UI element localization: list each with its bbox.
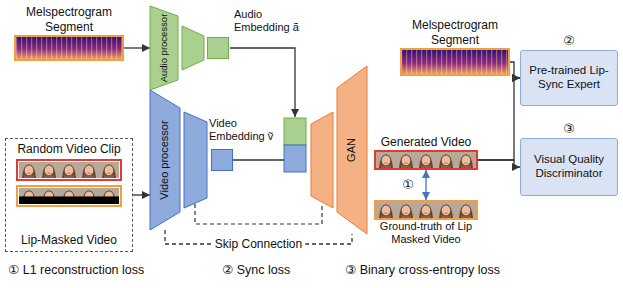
art-part [376, 202, 396, 218]
concat-audio [284, 118, 306, 145]
connector [425, 170, 426, 200]
video-to-concat [233, 159, 284, 160]
skip-line [195, 204, 322, 224]
node-label: Generated Video [366, 135, 486, 149]
audio-layer [182, 26, 204, 70]
art-part [79, 188, 99, 204]
quality-discriminator-box: Visual Quality Discriminator [520, 138, 618, 196]
audio-processor: Audio processor [150, 6, 178, 90]
connector [478, 160, 520, 167]
node-label: Lip-Masked Video [6, 233, 132, 247]
connector [124, 47, 150, 48]
node-label: Video processor [158, 120, 171, 199]
node-label: GAN [345, 138, 358, 162]
generated-video-strip: Generated Video [374, 150, 478, 170]
art-part [416, 152, 436, 168]
audio-embedding: Audio Embedding ã [207, 37, 229, 59]
lip-sync-expert-box: Pre-trained Lip-Sync Expert [520, 50, 618, 106]
audio-to-concat [230, 48, 295, 117]
art-part [39, 162, 59, 178]
concat-video [284, 145, 306, 172]
art-part [79, 162, 99, 178]
layer-outline [150, 90, 180, 230]
art-part [59, 188, 79, 204]
art-part [19, 162, 39, 178]
node-label: Visual Quality Discriminator [526, 153, 612, 181]
callout-number: ③ [563, 121, 575, 137]
video-frames [19, 162, 119, 178]
node-label: Video Embedding ṽ [209, 117, 283, 143]
art-part [19, 188, 39, 204]
callout-number: ② [563, 33, 575, 49]
art-part [39, 188, 59, 204]
spectrogram-segment: Melspectrogram Segment [14, 35, 124, 61]
random-clip-group: Random Video ClipLip-Masked Video [5, 138, 133, 252]
video-embedding: Video Embedding ṽ [211, 149, 233, 171]
gan-layer [311, 112, 333, 208]
node-label: Pre-trained Lip-Sync Expert [526, 64, 612, 92]
art-part [436, 152, 456, 168]
art-part [396, 202, 416, 218]
art-part [16, 37, 122, 59]
node-label: Audio processor [158, 14, 169, 83]
ground-truth-frames [376, 202, 476, 218]
art-part [99, 188, 119, 204]
art-part [456, 152, 476, 168]
loss-note: ① L1 reconstruction loss [8, 263, 144, 278]
node-label: Random Video Clip [6, 142, 132, 156]
ground-truth-strip: Ground-truth of Lip Masked Video [374, 200, 478, 220]
connector [510, 62, 520, 78]
connector [478, 78, 520, 160]
edge-label: ① [402, 177, 414, 193]
layer-outline [337, 66, 367, 234]
edge-label: Skip Connection [212, 237, 305, 251]
loss-note: ② Sync loss [222, 263, 290, 278]
node-label: Melspectrogram Segment [399, 18, 511, 47]
node-label: Ground-truth of Lip Masked Video [379, 220, 473, 246]
spectrogram-segment: Melspectrogram Segment [400, 48, 510, 76]
art-part [436, 202, 456, 218]
video-strip [17, 160, 121, 180]
connector [133, 194, 150, 195]
gan-decoder: GAN [337, 66, 367, 234]
node-label: Melspectrogram Segment [13, 5, 125, 34]
loss-note: ③ Binary cross-entropy loss [345, 263, 500, 278]
masked-frames [19, 188, 119, 204]
layer-outline [150, 6, 178, 90]
video-strip [17, 186, 121, 206]
video-processor: Video processor [150, 90, 180, 230]
art-part [59, 162, 79, 178]
generated-frames [376, 152, 476, 168]
video-layer [184, 112, 207, 208]
art-part [16, 37, 122, 59]
art-part [402, 50, 508, 74]
art-part [376, 152, 396, 168]
art-part [99, 162, 119, 178]
node-label: Audio Embedding ã [234, 8, 308, 34]
art-part [416, 202, 436, 218]
art-part [456, 202, 476, 218]
art-part [396, 152, 416, 168]
art-part [402, 50, 508, 74]
